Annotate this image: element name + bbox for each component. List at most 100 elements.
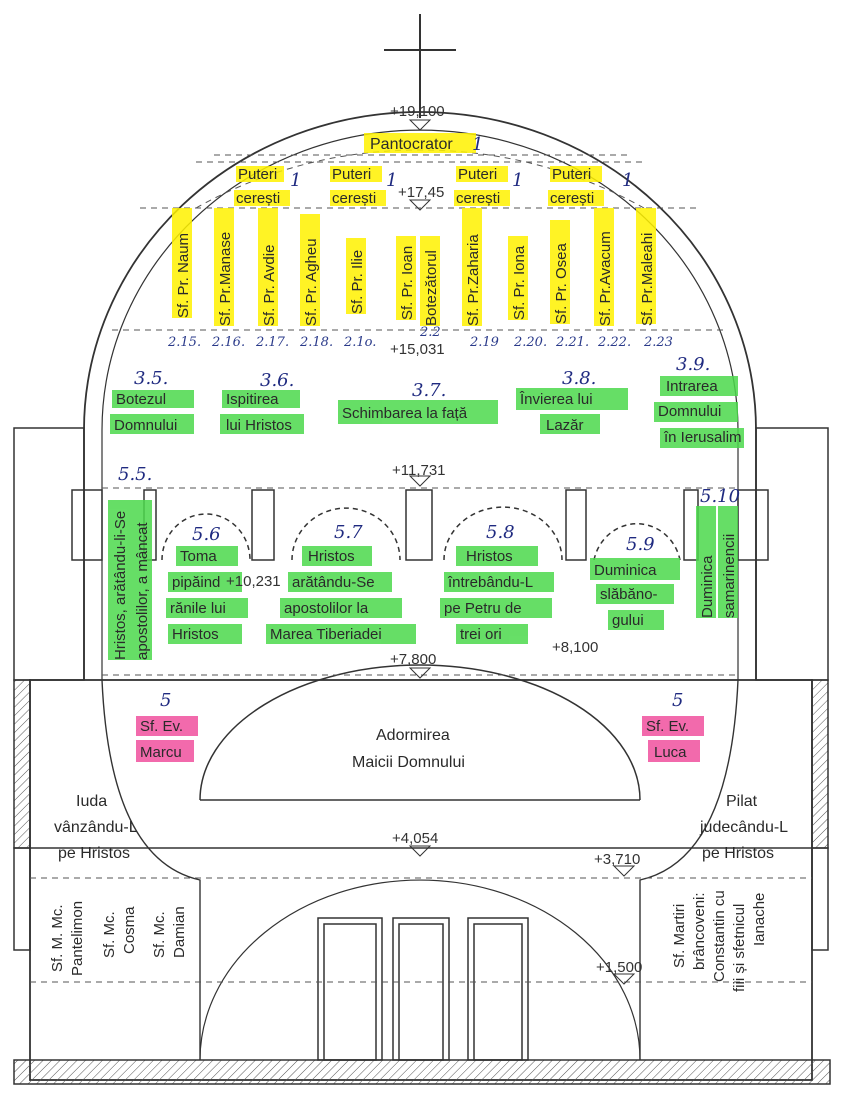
elev-arch-base: +7,800 — [390, 651, 436, 668]
dormition-arch — [199, 664, 641, 801]
apparition-2-num: 5.7 — [334, 522, 363, 543]
evangelist-marcu-l2: Marcu — [140, 744, 182, 761]
powers-3-l1: Puteri — [458, 166, 497, 183]
apparition-1-l4: Hristos — [172, 626, 219, 643]
prophet-num-10: 2.22. — [597, 335, 631, 350]
prophet-num-3: 2.17. — [255, 335, 289, 350]
powers-1-mark: 1 — [290, 170, 301, 191]
feast-5-l3: în Ierusalim — [663, 429, 742, 446]
apparition-3-num: 5.8 — [486, 522, 515, 543]
feast-4-l2: Lazăr — [546, 417, 584, 434]
elev-prophets-base: +15,031 — [390, 341, 445, 358]
prophet-naum: Sf. Pr. Naum — [175, 233, 192, 318]
saint-brancoveni-l1: Sf. Martiri — [671, 904, 688, 968]
apparition-1-l1: Toma — [180, 548, 217, 565]
right-scene-l3: pe Hristos — [702, 845, 774, 862]
dome-inner — [101, 129, 739, 680]
elev-right-low: +3,710 — [594, 851, 640, 868]
saint-damian-l1: Sf. Mc. — [151, 911, 168, 958]
apparition-3-l2: întrebându-L — [447, 574, 533, 591]
saint-cosma-l1: Sf. Mc. — [101, 911, 118, 958]
evangelist-marcu-l1: Sf. Ev. — [140, 718, 183, 735]
apparition-left-l2: apostolilor, a mâncat — [134, 522, 151, 660]
prophet-num-2: 2.16. — [211, 335, 245, 350]
prophet-num-1: 2.15. — [167, 335, 201, 350]
lower-zone: Adormirea Maicii Domnului Iuda vânzându-… — [49, 727, 788, 992]
powers-2-mark: 1 — [386, 170, 397, 191]
apparition-4-l1: Duminica — [594, 562, 657, 579]
prophet-agheu: Sf. Pr. Agheu — [303, 238, 320, 326]
pantocrator-mark: 1 — [472, 134, 483, 155]
apparition-4-l2: slăbăno- — [600, 586, 658, 603]
apparition-1-l3: rănile lui — [170, 600, 226, 617]
feast-4-l1: Învierea lui — [519, 391, 593, 408]
dormition-l2: Maicii Domnului — [352, 754, 465, 771]
elev-window: +11,731 — [392, 462, 446, 479]
prophet-iona: Sf. Pr. Iona — [511, 245, 528, 320]
apparition-1-l2: pipăind — [172, 574, 220, 591]
left-scene-l1: Iuda — [76, 793, 107, 810]
prophet-maleahi: Sf. Pr.Maleahi — [639, 233, 656, 326]
apparition-left-l1: Hristos, arătându-li-Se — [112, 511, 129, 660]
prophet-num-4: 2.18. — [299, 335, 333, 350]
dome-outer — [83, 111, 757, 680]
prophet-num-8: 2.20. — [513, 335, 547, 350]
prophet-avdie: Sf. Pr. Avdie — [261, 245, 278, 326]
powers-1-l1: Puteri — [238, 166, 277, 183]
elev-right-mid: +8,100 — [552, 639, 598, 656]
saint-brancoveni-l3: Constantin cu — [711, 890, 728, 982]
elev-dome-center: +17,45 — [398, 184, 444, 201]
feast-4-num: 3.8. — [562, 368, 596, 389]
evangelist-mark-luca: 5 — [672, 690, 683, 711]
feasts-zone: 3.5. Botezul Domnului 3.6. Ispitirea lui… — [114, 354, 742, 446]
right-scene-l2: judecându-L — [699, 819, 788, 836]
apparition-2-l4: Marea Tiberiadei — [270, 626, 382, 643]
prophet-ioan: Sf. Pr. Ioan — [399, 246, 416, 320]
saint-cosma-l2: Cosma — [121, 906, 138, 954]
prophet-ioan-l2: Botezătorul — [423, 250, 440, 326]
powers-2-l2: cerești — [332, 190, 376, 207]
prophet-zaharia: Sf. Pr.Zaharia — [465, 234, 482, 326]
apparition-3-l3: pe Petru de — [444, 600, 522, 617]
door-center — [392, 917, 450, 1061]
feast-3-num: 3.7. — [412, 380, 446, 401]
feast-1-l2: Domnului — [114, 417, 177, 434]
saint-brancoveni-l4: fiii și sfetnicul — [731, 904, 748, 992]
powers-1-l2: cerești — [236, 190, 280, 207]
evangelist-luca-l1: Sf. Ev. — [646, 718, 689, 735]
feast-5-num: 3.9. — [676, 354, 710, 375]
left-scene-l3: pe Hristos — [58, 845, 130, 862]
door-left — [317, 917, 383, 1061]
powers-3-mark: 1 — [512, 170, 523, 191]
apparition-1-num: 5.6 — [192, 524, 221, 545]
apparition-3-l1: Hristos — [466, 548, 513, 565]
feast-1-num: 3.5. — [134, 368, 168, 389]
elev-top: +19,100 — [390, 103, 445, 120]
apparition-right-l2: samarinencii — [721, 534, 738, 618]
prophet-num-7: 2.19 — [469, 335, 499, 350]
apparition-4-l3: gului — [612, 612, 644, 629]
door-right — [467, 917, 529, 1061]
structure — [13, 14, 831, 1085]
elev-left-arch: +10,231 — [226, 573, 281, 590]
feast-5-l1: Intrarea — [666, 378, 718, 395]
evangelist-mark-marcu: 5 — [160, 690, 171, 711]
feast-2-num: 3.6. — [260, 370, 294, 391]
prophet-num-6: 2.2 — [419, 325, 441, 340]
powers-3-l2: cerești — [456, 190, 500, 207]
pantocrator-label: Pantocrator — [370, 136, 453, 153]
saint-pantelimon-l2: Pantelimon — [69, 901, 86, 976]
feast-5-l2: Domnului — [658, 403, 721, 420]
feast-2-l2: lui Hristos — [226, 417, 292, 434]
prophet-manase: Sf. Pr.Manase — [217, 232, 234, 326]
elev-bottom: +1,500 — [596, 959, 642, 976]
saint-pantelimon-l1: Sf. M. Mc. — [49, 905, 66, 973]
apparition-left-num: 5.5. — [118, 464, 152, 485]
apparition-right-num: 5.10 — [700, 486, 740, 507]
feast-2-l1: Ispitirea — [226, 391, 279, 408]
powers-4-l2: cerești — [550, 190, 594, 207]
prophet-num-11: 2.23 — [643, 335, 673, 350]
dome-zone: Pantocrator 1 Puteri cerești 1 Puteri ce… — [167, 134, 673, 350]
feast-1-l1: Botezul — [116, 391, 166, 408]
prophet-ilie: Sf. Pr. Ilie — [349, 250, 366, 314]
